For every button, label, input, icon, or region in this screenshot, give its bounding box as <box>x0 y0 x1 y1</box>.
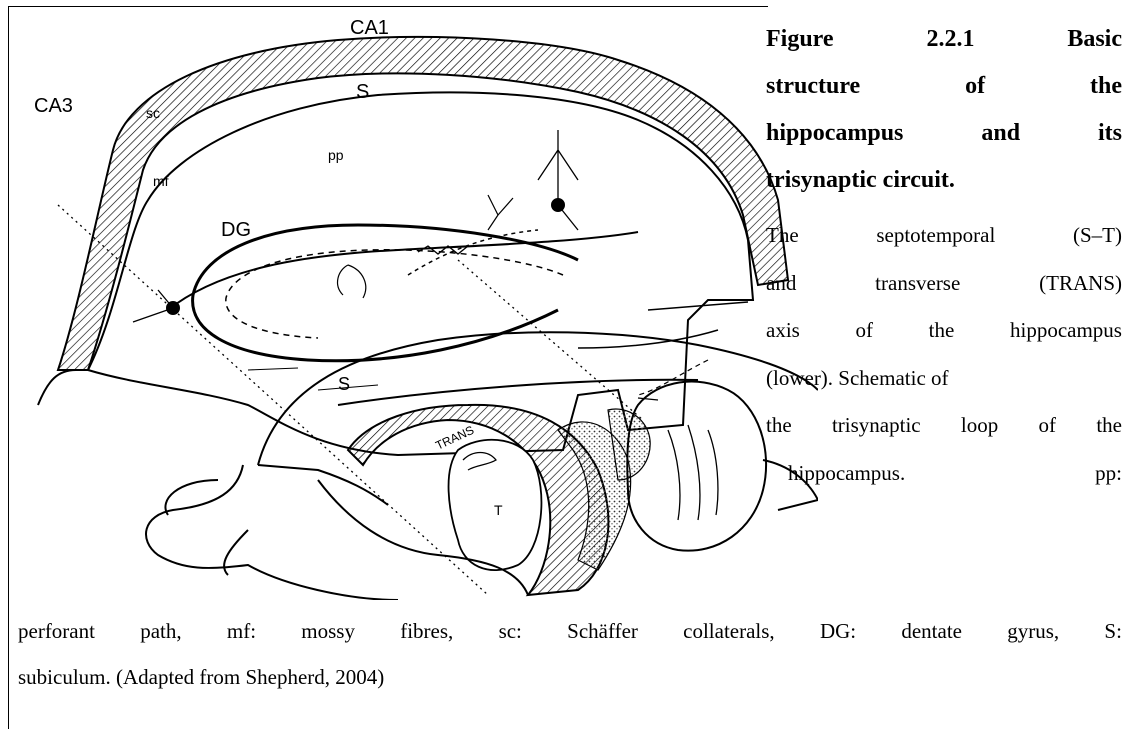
caption-body-line: The septotemporal (S–T) <box>766 212 1122 260</box>
caption-title-line: trisynaptic circuit. <box>766 157 1122 204</box>
caption-body-line: (lower). Schematic of <box>766 355 1122 403</box>
caption-body-line: axis of the hippocampus <box>766 307 1122 355</box>
rat-brain-drawing <box>146 332 818 600</box>
caption-title-line: Figure 2.2.1 Basic <box>766 16 1122 63</box>
label-s-lower: S <box>338 374 350 394</box>
caption-title-line: structure of the <box>766 63 1122 110</box>
caption-body-line: hippocampus. pp: <box>766 450 1122 498</box>
label-s-top: S <box>356 81 369 103</box>
figure-caption-body: The septotemporal (S–T) and transverse (… <box>766 212 1122 497</box>
caption-full-line: perforant path, mf: mossy fibres, sc: Sc… <box>18 608 1122 654</box>
label-dg: DG <box>221 219 251 241</box>
label-pp: pp <box>328 147 344 163</box>
caption-body-line: the trisynaptic loop of the <box>766 402 1122 450</box>
label-sc: sc <box>146 105 160 121</box>
label-ca1: CA1 <box>350 17 389 39</box>
label-mf: mf <box>153 173 169 189</box>
figure-caption-title: Figure 2.2.1 Basic structure of the hipp… <box>766 16 1122 204</box>
figure-frame-top <box>8 6 768 7</box>
label-t: T <box>494 502 503 518</box>
label-ca3: CA3 <box>34 95 73 117</box>
caption-full-line: subiculum. (Adapted from Shepherd, 2004) <box>18 654 1122 700</box>
caption-title-line: hippocampus and its <box>766 110 1122 157</box>
hippocampal-slice-drawing <box>38 37 788 455</box>
hippocampus-illustration: CA1 CA3 S sc mf pp DG S TRANS T <box>18 10 818 600</box>
caption-body-line: and transverse (TRANS) <box>766 260 1122 308</box>
figure-caption-continuation: perforant path, mf: mossy fibres, sc: Sc… <box>18 608 1122 700</box>
figure-frame-left <box>8 6 9 729</box>
